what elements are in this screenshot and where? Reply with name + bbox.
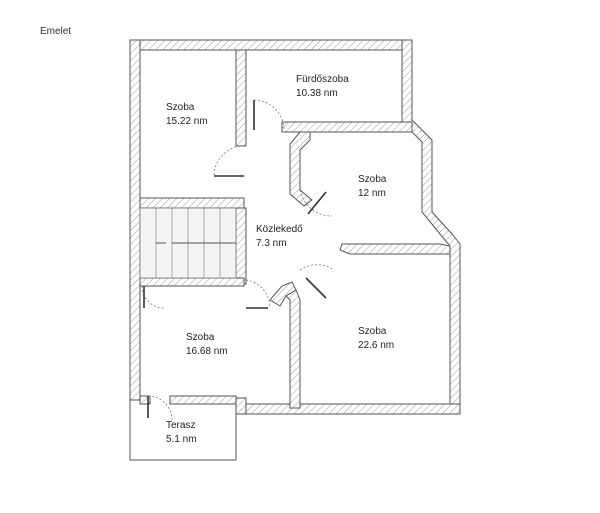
door-room1 xyxy=(213,145,245,177)
wall-left xyxy=(129,39,141,401)
door-room22 xyxy=(299,264,335,299)
wall-terrace-right xyxy=(235,397,247,415)
room-1-area: 15.22 nm xyxy=(166,116,208,127)
room-7-area: 5.1 nm xyxy=(166,434,197,445)
room-3-area: 12 nm xyxy=(358,188,386,199)
room-5-area: 16.68 nm xyxy=(186,346,228,357)
room-5-name: Szoba xyxy=(186,332,215,343)
wall-room1-bottom xyxy=(139,197,245,209)
wall-bottom xyxy=(235,403,461,415)
wall-stair-bottom xyxy=(139,277,245,287)
wall-right xyxy=(401,39,461,415)
room-4-area: 7.3 nm xyxy=(256,238,287,249)
wall-room12-left xyxy=(289,131,313,207)
wall-terrace-top xyxy=(169,395,237,405)
room-2-name: Fürdőszoba xyxy=(296,74,349,85)
wall-lower-left-piece xyxy=(139,395,151,405)
terrace-outline xyxy=(129,400,237,461)
room-6-name: Szoba xyxy=(358,326,387,337)
room-6-area: 22.6 nm xyxy=(358,340,394,351)
outer-walls xyxy=(129,39,461,415)
staircase xyxy=(139,207,237,279)
door-bathroom xyxy=(253,99,285,131)
wall-room22-left xyxy=(285,289,301,409)
wall-stair-right xyxy=(235,207,247,285)
door-terrace xyxy=(147,395,173,421)
floor-title: Emelet xyxy=(40,26,72,37)
doors xyxy=(141,99,335,421)
room-7-name: Terasz xyxy=(166,420,195,431)
wall-bath-bottom xyxy=(281,121,413,133)
wall-top xyxy=(129,39,413,51)
wall-room12-bottom xyxy=(339,243,451,255)
room-labels: Szoba 15.22 nm Fürdőszoba 10.38 nm Szoba… xyxy=(166,74,394,445)
interior-walls xyxy=(139,49,451,409)
door-room12 xyxy=(299,189,333,217)
room-2-area: 10.38 nm xyxy=(296,88,338,99)
door-stair-lower xyxy=(141,285,165,309)
room-4-name: Közlekedő xyxy=(256,224,303,235)
room-3-name: Szoba xyxy=(358,174,387,185)
room-1-name: Szoba xyxy=(166,102,195,113)
wall-room1-bath xyxy=(235,49,247,147)
door-room16 xyxy=(245,279,271,309)
